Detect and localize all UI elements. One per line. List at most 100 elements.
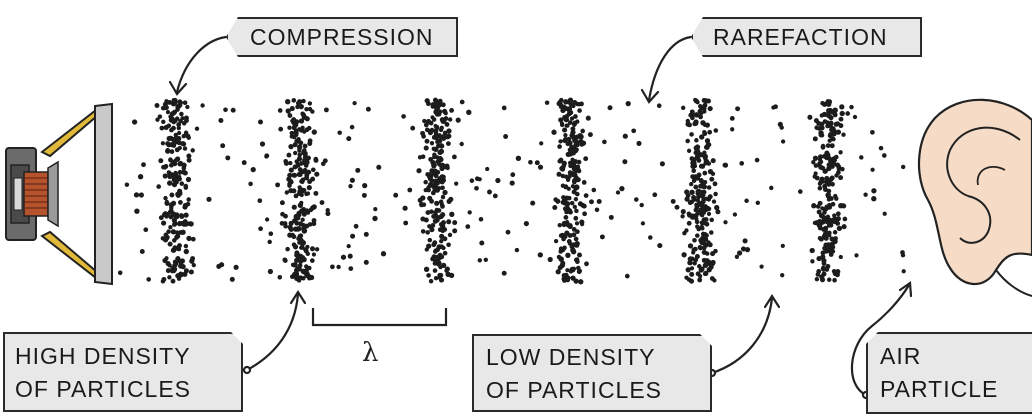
air-particle bbox=[574, 184, 580, 190]
air-particle bbox=[157, 114, 163, 119]
air-particle bbox=[478, 216, 484, 222]
air-particle bbox=[838, 116, 844, 122]
air-particle bbox=[836, 225, 843, 232]
air-particle bbox=[446, 133, 452, 139]
air-particle bbox=[821, 219, 826, 224]
air-particle bbox=[439, 165, 445, 172]
air-particle bbox=[166, 135, 172, 142]
air-particle bbox=[694, 219, 700, 225]
air-particle bbox=[448, 196, 454, 202]
air-particle bbox=[744, 198, 749, 204]
air-particle bbox=[302, 143, 308, 149]
air-particle bbox=[174, 230, 180, 235]
air-particle bbox=[558, 256, 564, 262]
air-particle bbox=[179, 181, 185, 186]
air-particle bbox=[300, 245, 305, 250]
air-particle bbox=[436, 186, 442, 191]
air-particle-label: AIR PARTICLE bbox=[866, 332, 1032, 414]
air-particle bbox=[165, 141, 171, 147]
air-particle bbox=[565, 177, 571, 182]
air-particle bbox=[293, 150, 298, 156]
air-particle bbox=[311, 129, 317, 135]
high-density-label: HIGH DENSITY OF PARTICLES bbox=[3, 332, 243, 412]
air-particle bbox=[573, 197, 579, 202]
air-particle bbox=[702, 170, 708, 176]
air-particle bbox=[578, 138, 584, 145]
air-particle bbox=[278, 126, 284, 132]
air-particle bbox=[288, 143, 294, 150]
air-particle bbox=[349, 124, 355, 130]
air-particle bbox=[495, 177, 501, 184]
air-particle bbox=[294, 275, 300, 282]
air-particle bbox=[298, 190, 304, 197]
air-particle bbox=[826, 162, 832, 168]
air-particle bbox=[141, 162, 146, 168]
air-particle bbox=[438, 272, 444, 278]
air-particle bbox=[288, 178, 293, 184]
air-particle bbox=[755, 200, 760, 205]
air-particle bbox=[699, 134, 705, 140]
air-particle bbox=[698, 104, 703, 109]
air-particle bbox=[636, 140, 642, 146]
air-particle bbox=[557, 99, 563, 105]
air-particle bbox=[619, 185, 625, 192]
air-particle bbox=[361, 192, 367, 198]
air-particle bbox=[288, 167, 294, 173]
air-particle bbox=[841, 132, 846, 137]
air-particle bbox=[426, 172, 433, 178]
air-particle bbox=[431, 213, 437, 219]
air-particle bbox=[176, 135, 182, 142]
air-particle bbox=[573, 215, 579, 221]
air-particle bbox=[164, 199, 169, 204]
air-particle bbox=[422, 118, 427, 124]
air-particle bbox=[459, 99, 465, 105]
air-particle bbox=[510, 172, 516, 178]
air-particle bbox=[164, 256, 169, 261]
air-particle bbox=[146, 277, 152, 282]
air-particle bbox=[839, 104, 845, 110]
air-particle bbox=[709, 230, 714, 235]
rarefaction-arrow bbox=[640, 32, 701, 104]
air-particle bbox=[584, 261, 589, 267]
air-particle bbox=[302, 270, 308, 275]
air-particle bbox=[175, 233, 181, 239]
air-particle bbox=[840, 166, 845, 172]
air-particle bbox=[697, 244, 702, 250]
air-particle bbox=[534, 160, 540, 166]
air-particle bbox=[267, 239, 272, 245]
air-particle bbox=[900, 164, 906, 170]
air-particle bbox=[434, 207, 439, 213]
air-particle bbox=[689, 266, 695, 271]
air-particle bbox=[881, 153, 887, 158]
air-particle bbox=[297, 147, 302, 152]
air-particle bbox=[825, 263, 831, 269]
air-particle bbox=[401, 114, 406, 119]
air-particle bbox=[690, 163, 696, 169]
air-particle bbox=[346, 136, 352, 142]
air-particle bbox=[177, 220, 183, 227]
air-particle bbox=[182, 146, 188, 151]
air-particle bbox=[835, 211, 841, 217]
air-particle bbox=[578, 279, 584, 285]
air-particle bbox=[573, 148, 579, 154]
air-particle bbox=[558, 157, 564, 163]
air-particle bbox=[376, 164, 382, 170]
air-particle bbox=[841, 224, 847, 230]
air-particle bbox=[692, 121, 698, 127]
air-particle bbox=[304, 106, 309, 112]
air-particle bbox=[138, 192, 144, 198]
air-particle bbox=[810, 259, 815, 264]
air-particle bbox=[313, 157, 319, 163]
air-particle bbox=[301, 211, 307, 217]
air-particle bbox=[557, 265, 563, 271]
high-density-arrow bbox=[242, 289, 307, 375]
air-particle bbox=[560, 183, 566, 188]
air-particle bbox=[477, 258, 483, 263]
air-particle bbox=[158, 158, 164, 164]
air-particle bbox=[435, 155, 440, 160]
air-particle bbox=[168, 208, 174, 214]
air-particle bbox=[579, 101, 584, 107]
air-particle bbox=[577, 132, 583, 139]
air-particle bbox=[287, 125, 292, 130]
